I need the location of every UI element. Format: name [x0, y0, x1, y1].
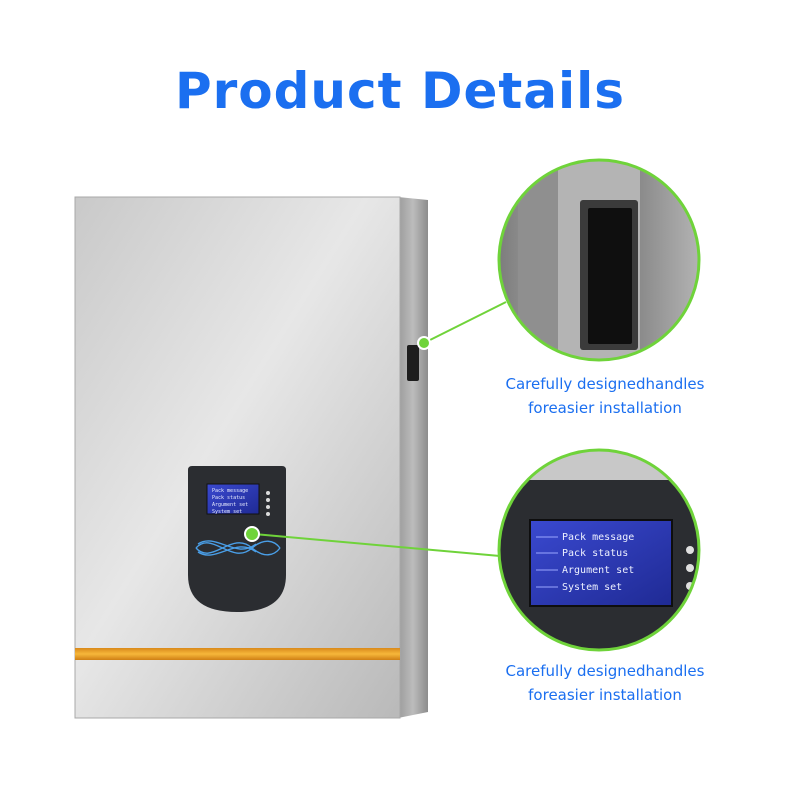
caption-line: Carefully designedhandles — [505, 662, 705, 680]
zoom-lcd-pointers — [536, 536, 558, 588]
device-lcd-line: System set — [212, 509, 242, 515]
device-control-panel: Pack message Pack status Argument set Sy… — [188, 466, 286, 612]
device-lcd — [206, 483, 260, 515]
device-side-panel — [398, 197, 428, 718]
zoom-display-detail: Pack message Pack status Argument set Sy… — [497, 448, 701, 652]
handle-slot — [407, 345, 419, 381]
zoom-lcd-line: Pack status — [562, 548, 628, 559]
zoom-lcd-line: Argument set — [562, 565, 634, 576]
device-lcd-line: Argument set — [212, 502, 248, 508]
caption-line: Carefully designedhandles — [505, 375, 705, 393]
accent-stripe — [75, 648, 400, 660]
device-front-panel — [74, 196, 401, 719]
callout-dot — [417, 336, 431, 350]
zoom-lcd — [529, 519, 673, 607]
zoom-lcd-line: System set — [562, 582, 622, 593]
callout-dot — [244, 526, 260, 542]
device-lcd-line: Pack status — [212, 495, 245, 501]
callout-connectors — [253, 301, 507, 557]
device-lcd-line: Pack message — [212, 488, 248, 494]
zoom-handle-detail — [497, 158, 701, 362]
zoom-handle-slot — [588, 208, 632, 344]
page-title: Product Details — [174, 62, 626, 120]
caption-display: Carefully designedhandles foreasier inst… — [455, 659, 755, 707]
caption-line: foreasier installation — [528, 686, 682, 704]
caption-line: foreasier installation — [528, 399, 682, 417]
wave-logo-icon — [195, 540, 281, 556]
zoom-lcd-line: Pack message — [562, 532, 634, 543]
caption-handles: Carefully designedhandles foreasier inst… — [455, 372, 755, 420]
device-buttons — [266, 491, 270, 516]
